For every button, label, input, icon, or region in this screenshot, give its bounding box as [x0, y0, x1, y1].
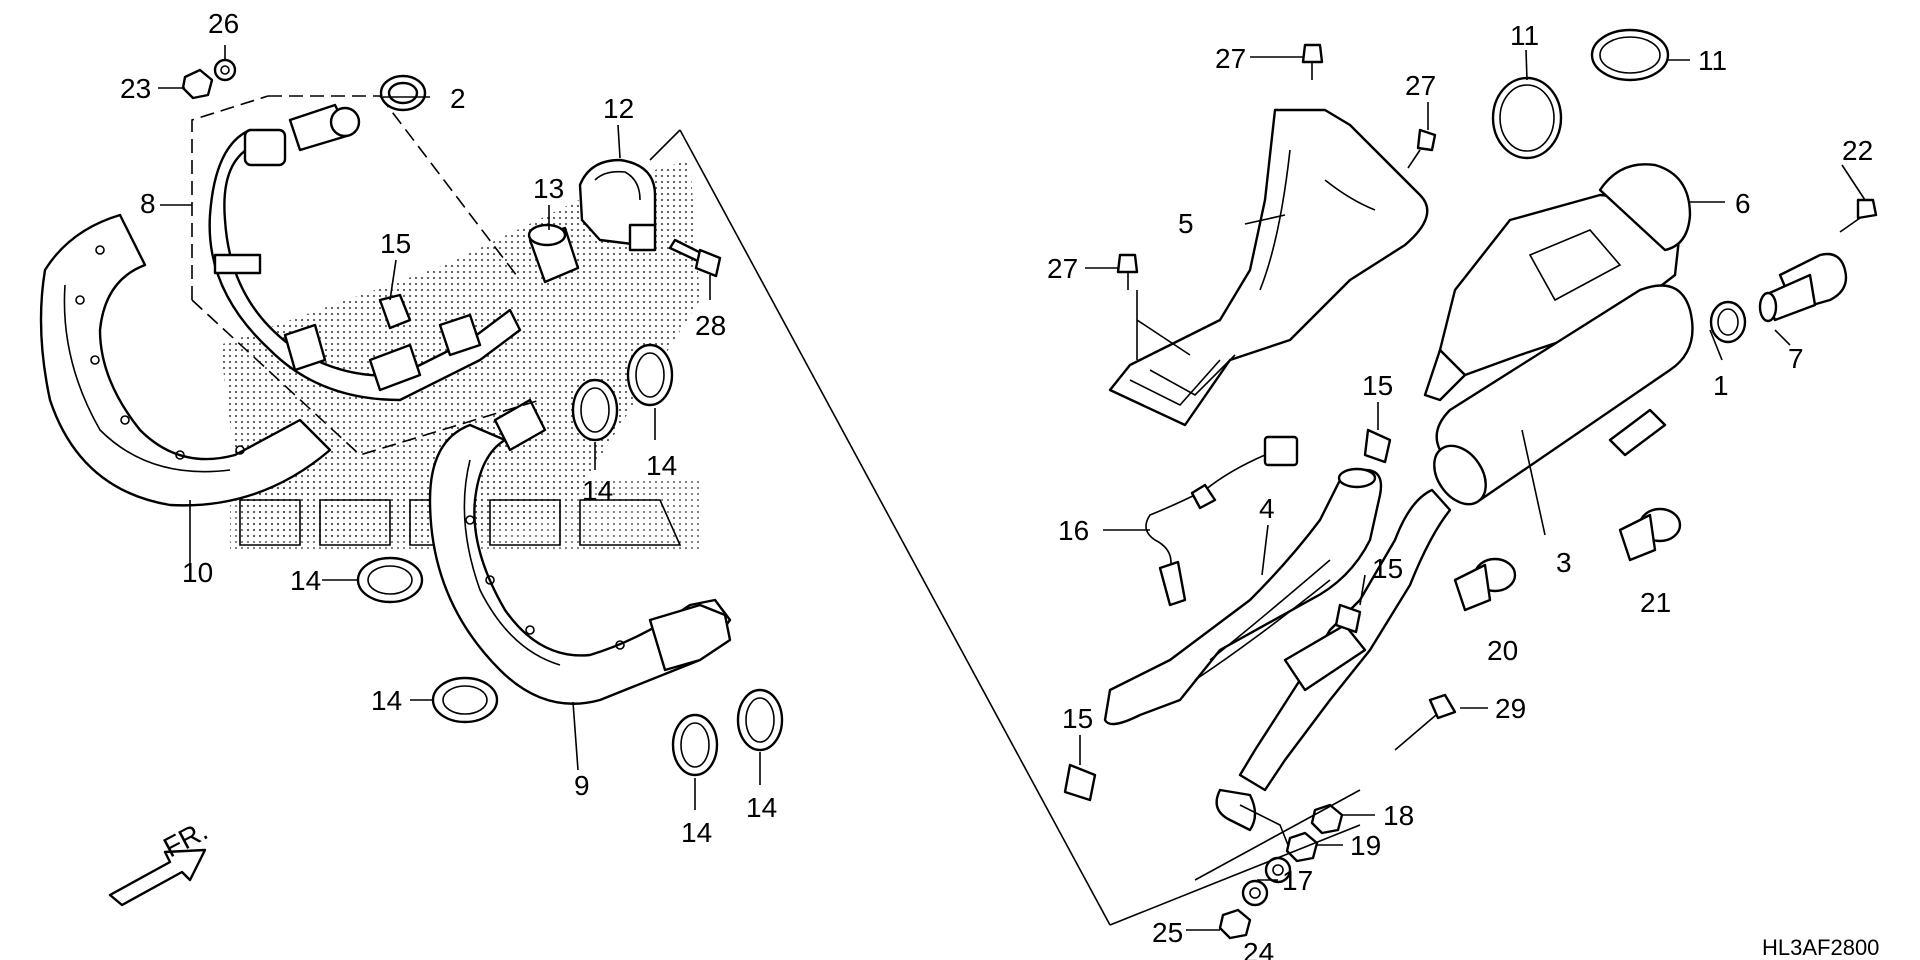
callout-15d: 15: [1062, 703, 1093, 734]
sleeve-13: [527, 223, 580, 284]
hose-clamp-14-d: [431, 676, 499, 724]
callout-3: 3: [1556, 547, 1572, 578]
callout-16: 16: [1058, 515, 1089, 546]
callout-20: 20: [1487, 635, 1518, 666]
callout-18: 18: [1383, 800, 1414, 831]
washer-26: [213, 58, 237, 82]
tail-pipe-7: [1758, 252, 1848, 323]
callout-17: 17: [1282, 865, 1313, 896]
callout-19: 19: [1350, 830, 1381, 861]
spring-clip-15-c: [1334, 603, 1362, 634]
callout-27b: 27: [1405, 70, 1436, 101]
callout-22: 22: [1842, 135, 1873, 166]
callout-24: 24: [1243, 937, 1274, 960]
callout-8: 8: [140, 188, 156, 219]
callout-14c: 14: [290, 565, 321, 596]
callout-13: 13: [533, 173, 564, 204]
callout-1: 1: [1713, 370, 1729, 401]
nut-18: [1310, 803, 1344, 835]
callout-23: 23: [120, 73, 151, 104]
callout-27c: 27: [1047, 253, 1078, 284]
callout-7: 7: [1788, 343, 1804, 374]
nut-25: [1218, 908, 1252, 940]
clamp-band-11-b: [1590, 28, 1670, 82]
hose-clamp-14-e: [671, 713, 719, 777]
bolt-22: [1839, 198, 1878, 233]
collar-21: [1618, 507, 1682, 562]
diagram-code: HL3AF2800: [1762, 935, 1879, 960]
callout-27a: 27: [1215, 43, 1246, 74]
washer-24: [1241, 879, 1269, 907]
callout-9: 9: [574, 770, 590, 801]
callout-5: 5: [1178, 208, 1194, 239]
callout-14d: 14: [371, 685, 402, 716]
oxygen-sensor-16: [1145, 435, 1299, 607]
catalytic-converter-4: [1103, 467, 1383, 726]
bolt-27-a: [1301, 43, 1324, 80]
callout-14b: 14: [646, 450, 677, 481]
left-group-outline: [191, 95, 1111, 926]
callout-14e: 14: [681, 817, 712, 848]
callout-6: 6: [1735, 188, 1751, 219]
hose-clamp-14-c: [356, 556, 424, 604]
spring-clip-15-d: [1063, 763, 1097, 802]
bolt-27-c: [1116, 253, 1139, 290]
collar-20: [1453, 557, 1517, 612]
callout-14f: 14: [746, 792, 777, 823]
hose-clamp-14-f: [736, 688, 784, 752]
muffler-3: [1215, 284, 1694, 851]
nut-23: [181, 68, 214, 100]
right-group-outline: [1109, 290, 1361, 926]
callout-21: 21: [1640, 587, 1671, 618]
front-direction-arrow: FR.: [108, 815, 213, 907]
heat-shield-upper: [1108, 108, 1429, 427]
gasket-2: [379, 74, 427, 112]
spring-clip-15-a: [378, 293, 412, 330]
leader-lines: [158, 45, 1866, 931]
callout-14a: 14: [582, 475, 613, 506]
exhaust-pipe-rear: [428, 398, 732, 705]
hose-clamp-14-b: [626, 343, 674, 407]
callout-28: 28: [695, 310, 726, 341]
callout-10: 10: [182, 557, 213, 588]
exhaust-pipe-front: [208, 103, 522, 402]
callout-12: 12: [603, 93, 634, 124]
heat-shield-front: [39, 213, 332, 507]
callout-15b: 15: [1362, 370, 1393, 401]
gasket-1: [1709, 300, 1747, 344]
clamp-bracket-12: [578, 158, 657, 252]
callout-11a: 11: [1510, 20, 1539, 51]
spring-clip-15-b: [1363, 428, 1392, 464]
callout-25: 25: [1152, 917, 1183, 948]
callout-26: 26: [208, 8, 239, 39]
part-callouts: 1 2 3 4 5 6 7 8 9 10 11 11 12 13 14 14 1…: [120, 8, 1873, 960]
callout-15a: 15: [380, 228, 411, 259]
callout-29: 29: [1495, 693, 1526, 724]
callout-2: 2: [450, 83, 466, 114]
muffler-cover-6: [1423, 163, 1692, 402]
hose-clamp-14-a: [571, 378, 619, 442]
bolt-29: [1394, 693, 1457, 751]
nut-19: [1285, 831, 1319, 863]
bolt-27-b: [1407, 128, 1437, 169]
bolt-28: [668, 238, 722, 278]
callout-4: 4: [1259, 493, 1275, 524]
callout-15c: 15: [1372, 553, 1403, 584]
clamp-band-11-a: [1491, 76, 1563, 160]
callout-11b: 11: [1698, 45, 1727, 76]
